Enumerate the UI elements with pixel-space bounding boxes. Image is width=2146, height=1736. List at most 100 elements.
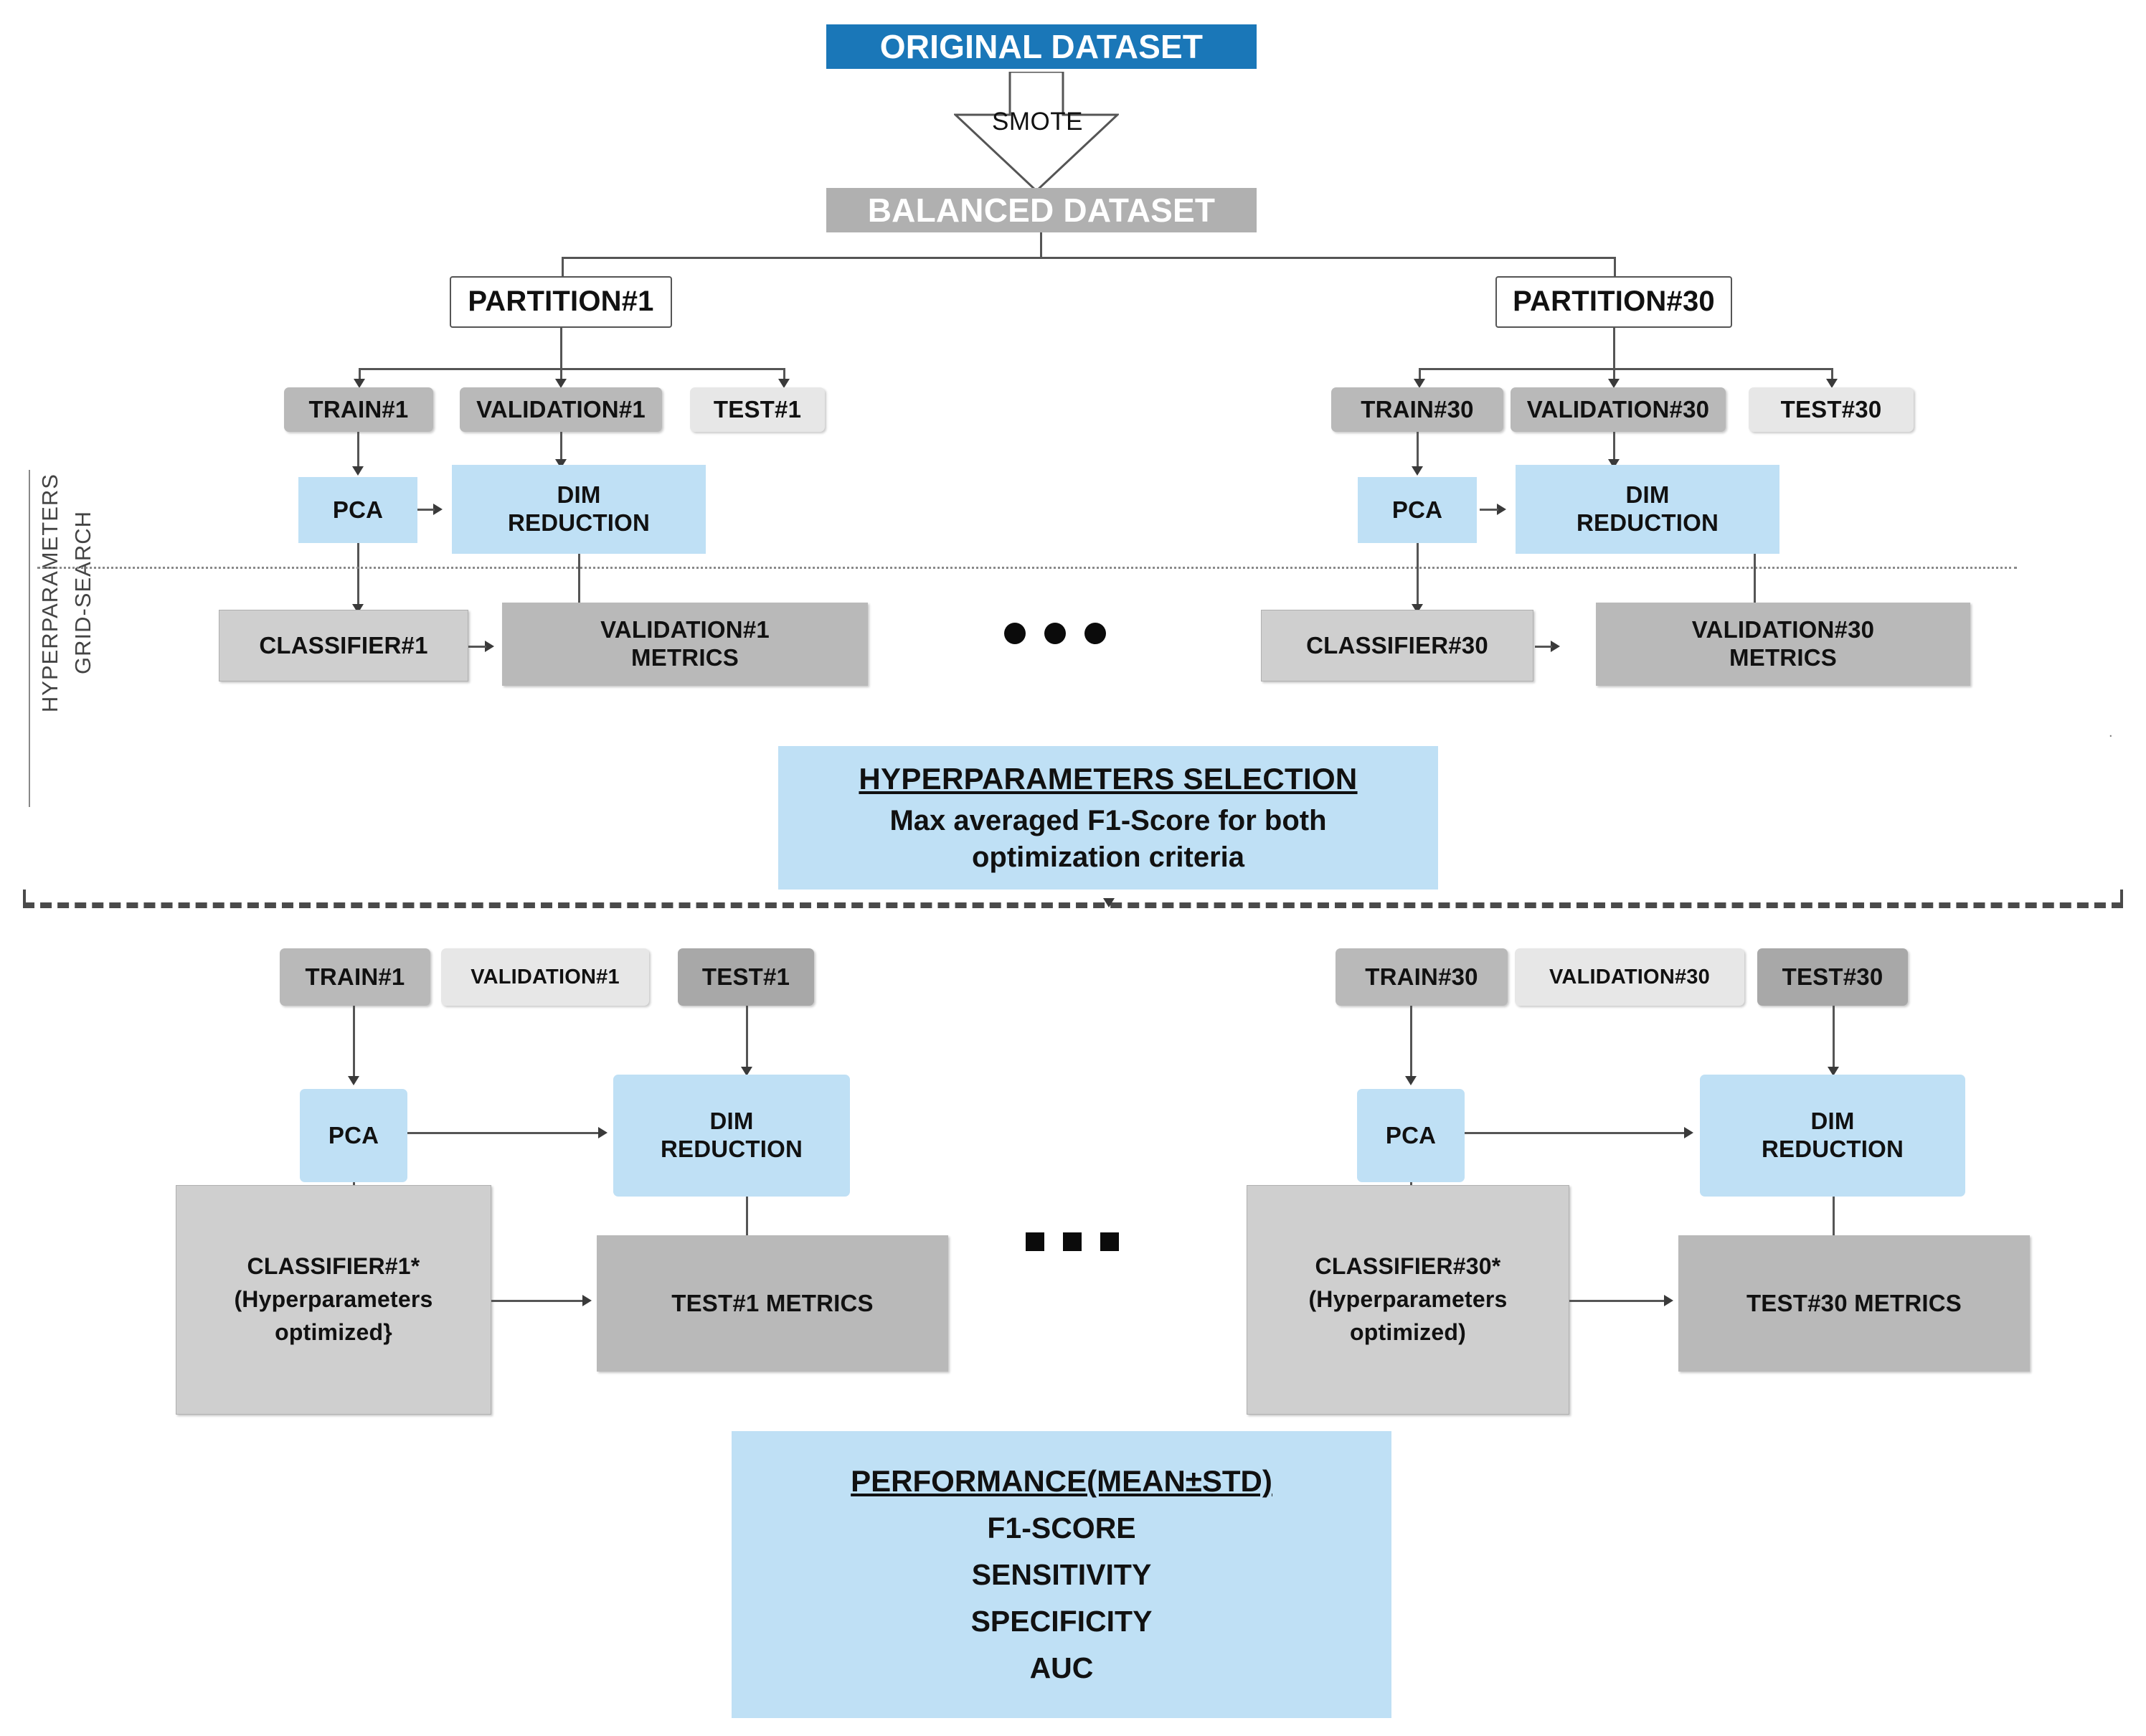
side-label-gridsearch: GRID-SEARCH bbox=[70, 511, 95, 675]
test-section-dim-30-line2: REDUCTION bbox=[1762, 1136, 1904, 1162]
test-30-box: TEST#30 bbox=[1749, 387, 1914, 432]
validation-1-box: VALIDATION#1 bbox=[460, 387, 662, 432]
train-1-box: TRAIN#1 bbox=[284, 387, 433, 432]
test-pca30-to-dim-arrow bbox=[1684, 1127, 1693, 1138]
validation-30-metrics-line2: METRICS bbox=[1729, 644, 1837, 671]
split-to-partition30-vline bbox=[1614, 257, 1616, 280]
test-1-metrics-box: TEST#1 METRICS bbox=[597, 1235, 948, 1372]
test-section-test-30-label: TEST#30 bbox=[1782, 963, 1883, 990]
side-label-hyperparameters: HYPERPARAMETERS bbox=[37, 473, 62, 713]
ellipsis-dot bbox=[1100, 1232, 1119, 1251]
validation-30-label: VALIDATION#30 bbox=[1526, 395, 1710, 423]
grid-search-ellipsis bbox=[1004, 623, 1106, 644]
classifier1-opt-to-metrics-hline bbox=[491, 1300, 585, 1302]
p1-arrow-train bbox=[354, 379, 365, 388]
test-section-dim-1-box: DIM REDUCTION bbox=[613, 1075, 850, 1197]
pca1-to-classifier-vline bbox=[357, 543, 359, 609]
classifier1-to-metrics-arrow bbox=[485, 641, 494, 652]
pca1-to-dim-hline bbox=[417, 509, 435, 511]
test-train30-to-pca-arrow bbox=[1405, 1076, 1417, 1085]
test30-to-dim-vline bbox=[1833, 1006, 1835, 1073]
classifier1-opt-to-metrics-arrow bbox=[582, 1295, 592, 1306]
test-train1-to-pca-arrow bbox=[348, 1076, 359, 1085]
train1-to-pca-arrow bbox=[352, 466, 364, 476]
classifier30-to-metrics-hline bbox=[1535, 646, 1552, 648]
train-30-box: TRAIN#30 bbox=[1331, 387, 1503, 432]
test-pca30-to-dim-hline bbox=[1465, 1132, 1687, 1134]
pca-1-label: PCA bbox=[332, 496, 384, 523]
p1-branch-train-vline bbox=[359, 368, 361, 382]
test-section-dim-1-line2: REDUCTION bbox=[661, 1136, 803, 1162]
validation1-to-dim-vline bbox=[560, 432, 562, 464]
pca-30-box: PCA bbox=[1358, 477, 1477, 543]
dim1-to-metrics-vline bbox=[578, 554, 580, 609]
ellipsis-dot bbox=[1084, 623, 1106, 644]
test-train1-to-pca-vline bbox=[353, 1006, 355, 1083]
original-dataset-box: ORIGINAL DATASET bbox=[826, 24, 1257, 69]
classifier-1-box: CLASSIFIER#1 bbox=[219, 610, 468, 681]
train30-to-pca-arrow bbox=[1412, 466, 1423, 476]
p30-arrow-train bbox=[1414, 379, 1425, 388]
train30-to-pca-vline bbox=[1417, 432, 1419, 471]
test-section-test-1-box: TEST#1 bbox=[678, 948, 814, 1006]
test-section-validation-30-box: VALIDATION#30 bbox=[1515, 948, 1744, 1006]
pca30-to-dim-hline bbox=[1480, 509, 1498, 511]
classifier-30-label: CLASSIFIER#30 bbox=[1306, 631, 1488, 659]
hyperparameters-selection-line2: optimization criteria bbox=[971, 841, 1245, 873]
validation-30-metrics-box: VALIDATION#30 METRICS bbox=[1596, 603, 1970, 686]
test-section-validation-30-label: VALIDATION#30 bbox=[1549, 965, 1710, 989]
train1-to-pca-vline bbox=[357, 432, 359, 471]
classifier-1-label: CLASSIFIER#1 bbox=[259, 631, 428, 659]
p30-arrow-test bbox=[1826, 379, 1838, 388]
validation-1-label: VALIDATION#1 bbox=[476, 395, 646, 423]
performance-item: F1-SCORE bbox=[987, 1511, 1136, 1544]
partition1-fanout-hline bbox=[359, 368, 785, 370]
p30-arrow-validation bbox=[1608, 379, 1620, 388]
dim-reduction-1-line1: DIM bbox=[557, 481, 601, 509]
balanced-dataset-box: BALANCED DATASET bbox=[826, 188, 1257, 232]
test-section-pca-30-label: PCA bbox=[1385, 1121, 1437, 1148]
inner-dotted-separator bbox=[37, 567, 2017, 569]
test-dim30-to-metrics-vline bbox=[1833, 1197, 1835, 1267]
performance-title: PERFORMANCE(MEAN±STD) bbox=[851, 1464, 1272, 1498]
hyperparameters-selection-title: HYPERPARAMETERS SELECTION bbox=[859, 762, 1358, 796]
p1-arrow-validation bbox=[555, 379, 567, 388]
balanced-dataset-label: BALANCED DATASET bbox=[867, 191, 1216, 229]
dim-reduction-1-line2: REDUCTION bbox=[508, 509, 650, 536]
balanced-to-split-vline bbox=[1040, 232, 1042, 258]
dim-reduction-1-box: DIM REDUCTION bbox=[452, 465, 706, 554]
performance-item: AUC bbox=[1029, 1651, 1094, 1684]
test-section-pca-30-box: PCA bbox=[1357, 1089, 1465, 1182]
classifier-30-optimized-line3: optimized) bbox=[1350, 1318, 1466, 1345]
classifier30-opt-to-metrics-arrow bbox=[1664, 1295, 1673, 1306]
classifier30-opt-to-metrics-hline bbox=[1569, 1300, 1666, 1302]
dashed-right-tick bbox=[2120, 890, 2123, 905]
pca30-to-classifier-vline bbox=[1417, 543, 1419, 609]
partition-1-box: PARTITION#1 bbox=[450, 276, 672, 328]
train-1-label: TRAIN#1 bbox=[308, 395, 409, 423]
test-section-validation-1-label: VALIDATION#1 bbox=[471, 965, 620, 989]
test1-to-dim-arrow bbox=[741, 1067, 752, 1076]
p1-branch-val-vline bbox=[560, 368, 562, 382]
classifier-30-box: CLASSIFIER#30 bbox=[1261, 610, 1533, 681]
ellipsis-dot bbox=[1063, 1232, 1082, 1251]
test-section-dim-30-line1: DIM bbox=[1810, 1108, 1855, 1135]
test-1-metrics-label: TEST#1 METRICS bbox=[671, 1289, 874, 1316]
validation-30-metrics-line1: VALIDATION#30 bbox=[1691, 616, 1875, 643]
test-30-label: TEST#30 bbox=[1780, 395, 1882, 423]
classifier-30-optimized-line2: (Hyperparameters bbox=[1308, 1286, 1508, 1313]
dim-reduction-30-box: DIM REDUCTION bbox=[1516, 465, 1779, 554]
smote-label: SMOTE bbox=[992, 108, 1083, 136]
pca-30-label: PCA bbox=[1391, 496, 1443, 523]
ellipsis-dot bbox=[1044, 623, 1066, 644]
test-30-metrics-label: TEST#30 METRICS bbox=[1746, 1289, 1962, 1316]
section-dashed-separator bbox=[23, 902, 2123, 908]
validation-1-metrics-box: VALIDATION#1 METRICS bbox=[502, 603, 868, 686]
selection-to-test-arrow bbox=[1103, 898, 1115, 907]
performance-item: SPECIFICITY bbox=[970, 1605, 1153, 1638]
test-section-train-30-label: TRAIN#30 bbox=[1365, 963, 1478, 990]
partition1-down-vline bbox=[560, 328, 562, 369]
test1-to-dim-vline bbox=[746, 1006, 748, 1073]
validation-1-metrics-line2: METRICS bbox=[631, 644, 739, 671]
performance-item: SENSITIVITY bbox=[971, 1558, 1152, 1591]
